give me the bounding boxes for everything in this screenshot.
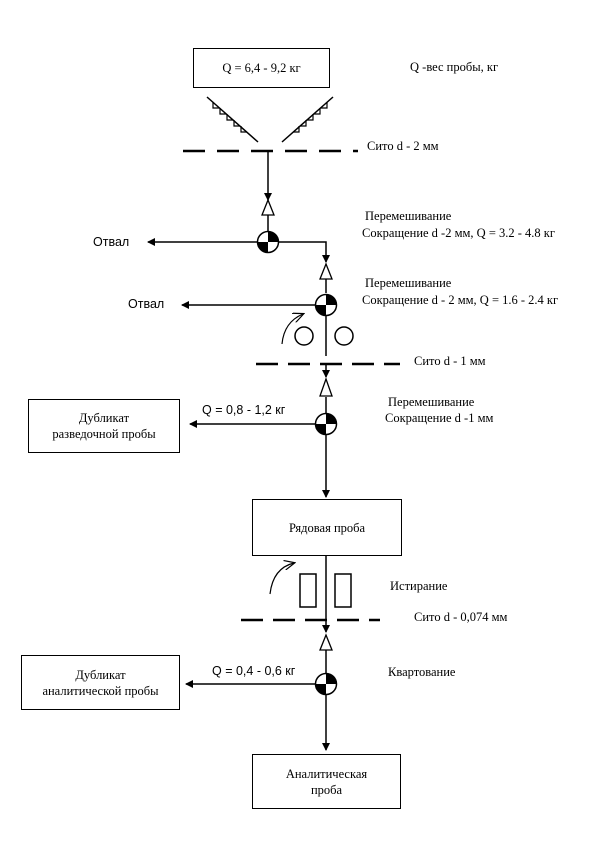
duplicate-exploration-line1: Дубликат (78, 411, 130, 425)
analytical-sample-line1: Аналитическая (285, 766, 368, 781)
triangle-markers (261, 198, 333, 651)
duplicate-exploration-box: Дубликат разведочной пробы (28, 399, 180, 453)
analytical-sample-box: Аналитическая проба (252, 754, 401, 809)
hopper-icon (206, 96, 334, 143)
duplicate-analytical-box: Дубликат аналитической пробы (21, 655, 180, 710)
duplicate-analytical-line1: Дубликат (75, 667, 126, 682)
rollers-icon (281, 314, 354, 346)
analytical-sample-line2: проба (310, 782, 343, 797)
top-sample-label: Q = 6,4 - 9,2 кг (222, 61, 301, 75)
routine-sample-box: Рядовая проба (252, 499, 402, 556)
mix2-line1: Перемешивание (365, 276, 452, 290)
abrasion-label: Истирание (390, 579, 448, 593)
mix1-line1: Перемешивание (365, 209, 452, 223)
q-legend-label: Q -вес пробы, кг (410, 60, 499, 74)
sieve-2mm-label: Сито d - 2 мм (367, 139, 439, 153)
abrasion-plates-icon (269, 563, 352, 608)
duplicate-exploration-line2: разведочной пробы (52, 427, 156, 441)
top-sample-box: Q = 6,4 - 9,2 кг (193, 48, 330, 88)
routine-sample-label: Рядовая проба (288, 520, 366, 535)
waste1-label: Отвал (93, 235, 130, 249)
q-duplicate2-label: Q = 0,4 - 0,6 кг (212, 664, 296, 678)
waste2-label: Отвал (128, 297, 165, 311)
mix3-line2: Сокращение d -1 мм (385, 411, 494, 425)
q-duplicate1-label: Q = 0,8 - 1,2 кг (202, 403, 286, 417)
mix1-line2: Сокращение d -2 мм, Q = 3.2 - 4.8 кг (362, 226, 555, 240)
mix2-line2: Сокращение d - 2 мм, Q = 1.6 - 2.4 кг (362, 293, 559, 307)
quartering-label: Квартование (388, 665, 456, 679)
duplicate-analytical-line2: аналитической пробы (42, 683, 159, 698)
sieve-1mm-label: Сито d - 1 мм (414, 354, 486, 368)
mixing-node-icons (256, 230, 338, 696)
mix3-line1: Перемешивание (388, 395, 475, 409)
sieve-0074mm-label: Сито d - 0,074 мм (414, 610, 508, 624)
